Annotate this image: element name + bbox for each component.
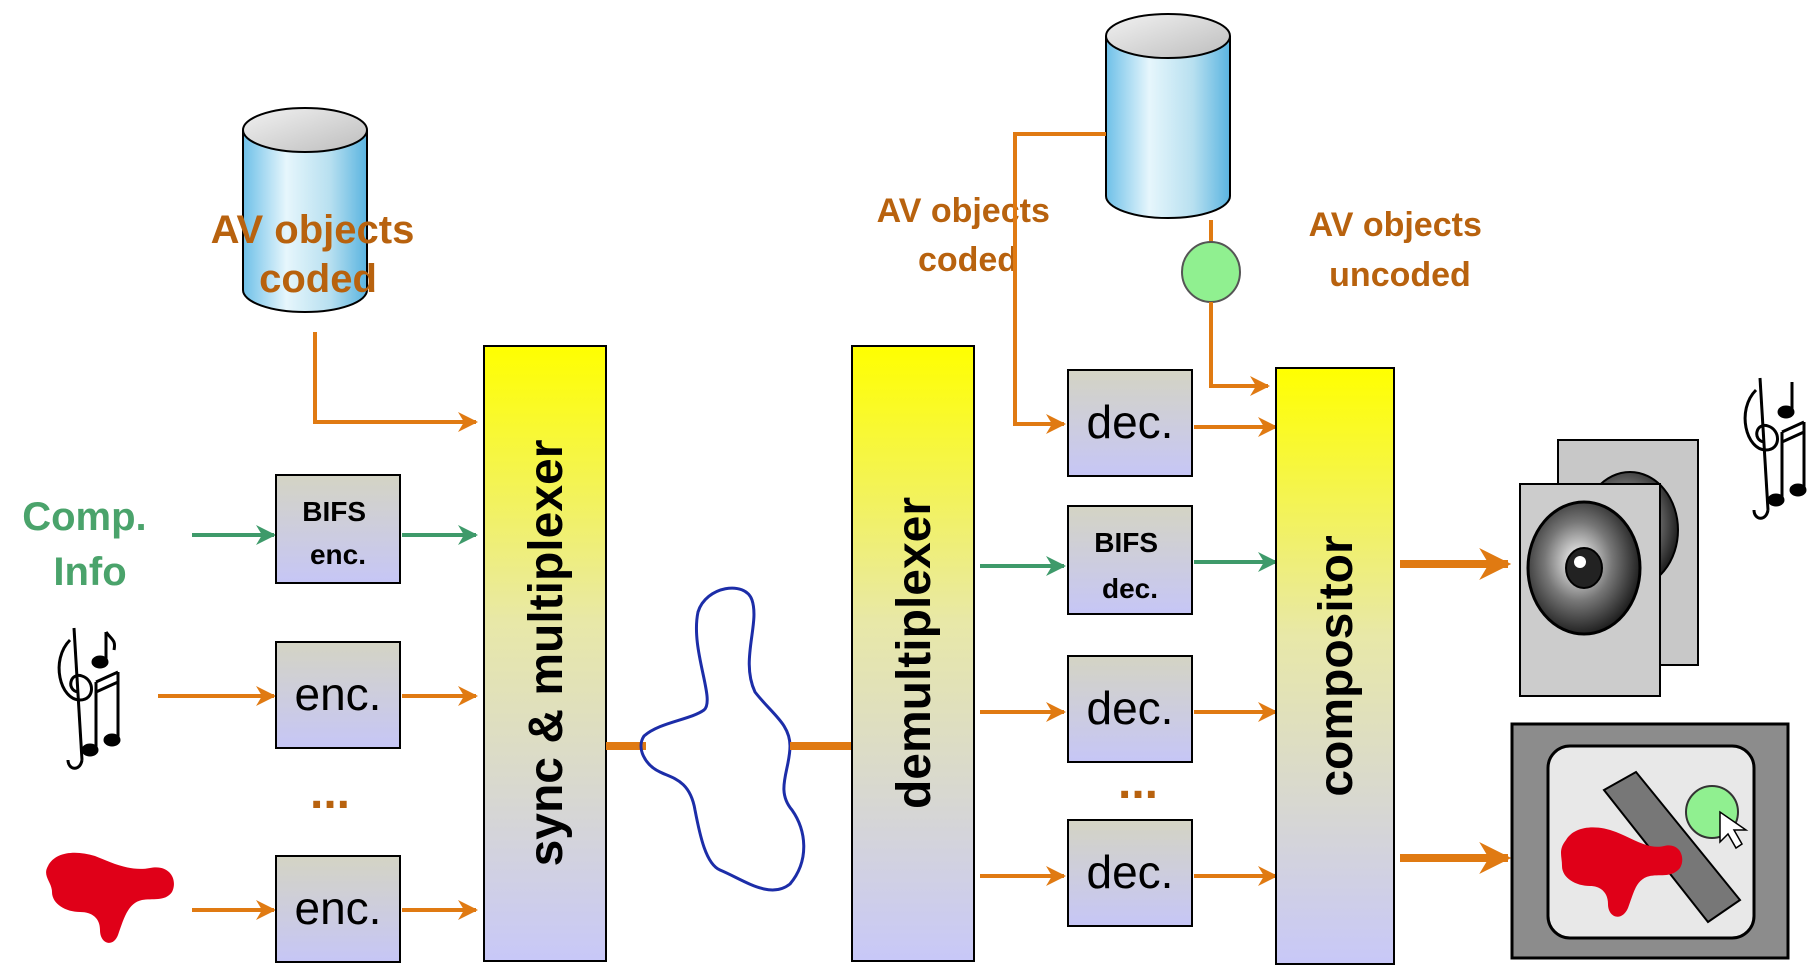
left-db-label-line2: coded — [259, 257, 377, 301]
right-db-uncoded-label: AV objects uncoded — [1309, 206, 1492, 294]
visual-object-icon-right — [1561, 827, 1683, 917]
display-icon — [1510, 722, 1790, 960]
visual-encoder-box: enc. — [275, 855, 401, 963]
left-db-label: AV objects coded — [211, 208, 426, 301]
comp-info-label: Comp. Info — [22, 495, 158, 594]
right-database-icon — [1105, 13, 1231, 219]
bifs-enc-line1: BIFS — [302, 496, 366, 527]
visual-object-icon-left — [46, 852, 174, 943]
right-db-coded-line1: AV objects — [877, 192, 1050, 230]
right-ellipsis: ... — [1118, 756, 1158, 809]
bottom-decoder-box: dec. — [1067, 819, 1193, 927]
bifs-enc-line2: enc. — [310, 539, 366, 570]
svg-text:BIFS enc.: BIFS enc. — [302, 496, 374, 570]
bifs-dec-line1: BIFS — [1094, 527, 1158, 558]
bifs-encoder-box: BIFS enc. — [275, 474, 401, 584]
uncoded-node-icon — [1181, 241, 1241, 303]
bifs-decoder-box: BIFS dec. — [1067, 505, 1193, 615]
middle-dec-label: dec. — [1087, 682, 1174, 734]
comp-info-line1: Comp. — [22, 495, 146, 539]
left-db-label-line1: AV objects — [211, 208, 415, 252]
right-db-coded-label: AV objects coded — [877, 192, 1060, 279]
network-cloud-icon — [639, 586, 806, 892]
left-db-to-mux-arrow — [313, 332, 478, 432]
comp-info-line2: Info — [53, 550, 126, 594]
top-dec-label: dec. — [1087, 396, 1174, 448]
top-decoder-box: dec. — [1067, 369, 1193, 477]
left-ellipsis: ... — [310, 766, 350, 819]
uncoded-to-compositor-arrow — [1209, 302, 1270, 396]
visual-enc-label: enc. — [295, 882, 382, 934]
right-db-uncoded-line1: AV objects — [1309, 206, 1482, 244]
compositor-label: compositor — [1310, 535, 1363, 796]
audio-encoder-box: enc. — [275, 641, 401, 749]
cursor-icon — [1719, 810, 1749, 850]
demultiplexer-bar: demultiplexer — [851, 345, 975, 962]
svg-text:BIFS dec.: BIFS dec. — [1094, 527, 1166, 604]
demux-label: demultiplexer — [888, 497, 941, 809]
middle-decoder-box: dec. — [1067, 655, 1193, 763]
left-database-icon — [242, 107, 368, 313]
music-notes-icon-right — [1743, 377, 1807, 520]
speaker-icon — [1519, 439, 1699, 697]
right-db-coded-line2: coded — [918, 241, 1018, 279]
bifs-dec-line2: dec. — [1102, 573, 1158, 604]
mux-label: sync & multiplexer — [520, 440, 573, 867]
audio-enc-label: enc. — [295, 668, 382, 720]
music-notes-icon-left — [57, 627, 121, 770]
bottom-dec-label: dec. — [1087, 846, 1174, 898]
sync-multiplexer-bar: sync & multiplexer — [483, 345, 607, 962]
right-db-uncoded-line2: uncoded — [1329, 256, 1471, 294]
db-coded-to-decoder-arrow — [1013, 132, 1106, 434]
compositor-bar: compositor — [1275, 367, 1395, 965]
